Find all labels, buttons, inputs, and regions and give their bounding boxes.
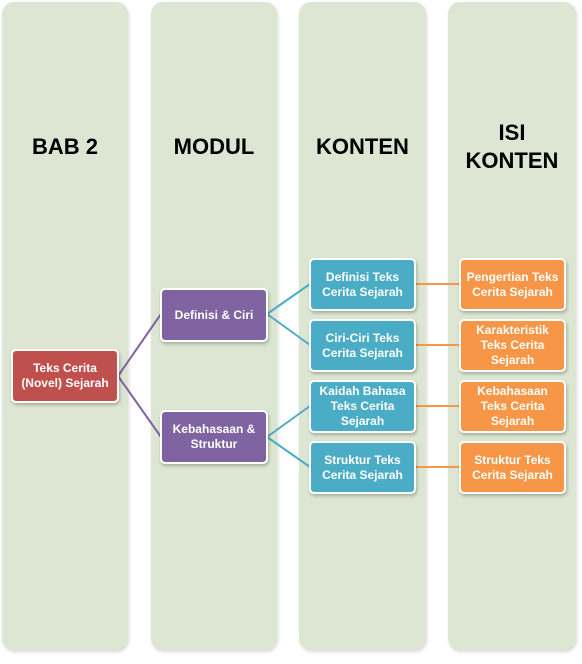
link-root-modul-2 — [117, 375, 162, 438]
node-isi-pengertian: Pengertian Teks Cerita Sejarah — [459, 258, 566, 311]
node-modul-kebahasaan-struktur: Kebahasaan & Struktur — [160, 410, 268, 464]
node-konten-ciri-ciri: Ciri-Ciri Teks Cerita Sejarah — [309, 319, 416, 372]
link-modul-2-konten-4 — [266, 436, 311, 468]
link-modul-2-konten-3 — [266, 405, 311, 438]
column-title-konten: KONTEN — [316, 134, 409, 159]
column-title-modul: MODUL — [173, 134, 255, 159]
node-root: Teks Cerita (Novel) Sejarah — [11, 349, 119, 403]
node-modul-definisi-ciri: Definisi & Ciri — [160, 288, 268, 342]
link-modul-1-konten-1 — [266, 283, 311, 315]
link-modul-1-konten-2 — [266, 313, 311, 346]
node-konten-kaidah-bahasa: Kaidah Bahasa Teks Cerita Sejarah — [309, 380, 416, 433]
node-isi-kebahasaan: Kebahasaan Teks Cerita Sejarah — [459, 380, 566, 433]
node-isi-struktur: Struktur Teks Cerita Sejarah — [459, 441, 566, 494]
column-bab: BAB 2 — [2, 2, 128, 650]
column-title-isi-konten: ISI KONTEN — [465, 120, 559, 173]
link-root-modul-1 — [117, 313, 162, 377]
node-konten-struktur: Struktur Teks Cerita Sejarah — [309, 441, 416, 494]
node-konten-definisi: Definisi Teks Cerita Sejarah — [309, 258, 416, 311]
node-isi-karakteristik: Karakteristik Teks Cerita Sejarah — [459, 319, 566, 372]
column-title-bab: BAB 2 — [31, 134, 98, 159]
